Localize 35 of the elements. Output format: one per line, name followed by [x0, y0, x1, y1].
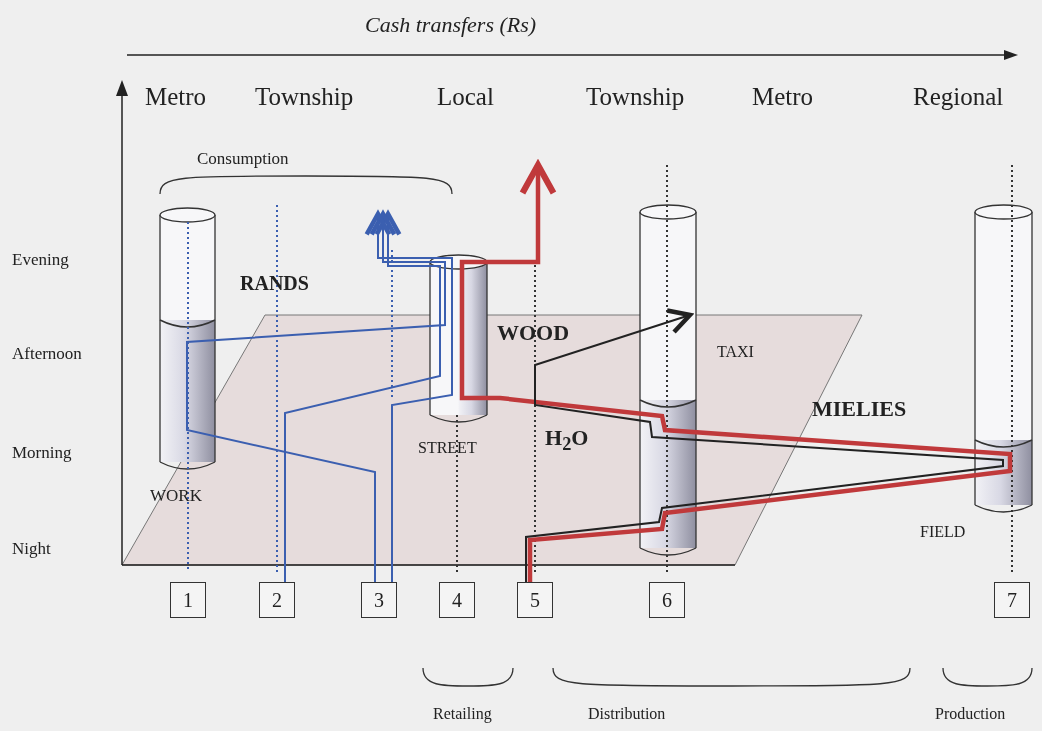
number-box: 3 — [361, 582, 397, 618]
arrow — [459, 161, 1013, 582]
flow-label: RANDS — [240, 273, 309, 293]
flow-label: WOOD — [497, 322, 570, 344]
group-label: Retailing — [433, 706, 492, 722]
number-box: 2 — [259, 582, 295, 618]
arrow — [284, 211, 441, 583]
place-label: STREET — [418, 440, 477, 456]
number-box: 5 — [517, 582, 553, 618]
place-label: WORK — [150, 487, 202, 504]
row-label: Night — [12, 540, 51, 557]
row-label: Afternoon — [12, 345, 82, 362]
column-heading: Regional — [913, 84, 1004, 109]
column-heading: Township — [255, 84, 354, 109]
number-box: 1 — [170, 582, 206, 618]
flow-label: MIELIES — [812, 398, 907, 420]
place-label: TAXI — [717, 344, 754, 360]
place-label: FIELD — [920, 524, 966, 540]
column-heading: Local — [437, 84, 494, 109]
group-label: Production — [935, 706, 1006, 722]
arrow — [364, 211, 453, 583]
flow-label: H$_{2}$O — [545, 427, 589, 454]
column-heading: Metro — [145, 84, 207, 109]
number-box: 7 — [994, 582, 1030, 618]
row-label: Evening — [12, 251, 69, 268]
arrow — [525, 308, 1004, 583]
column-heading: Metro — [752, 84, 814, 109]
group-label: Distribution — [588, 706, 666, 722]
title: Cash transfers (Rs) — [365, 14, 537, 36]
number-box: 4 — [439, 582, 475, 618]
arrow — [186, 211, 446, 583]
number-box: 6 — [649, 582, 685, 618]
group-label: Consumption — [197, 150, 289, 167]
column-heading: Township — [586, 84, 685, 109]
row-label: Morning — [12, 444, 72, 461]
